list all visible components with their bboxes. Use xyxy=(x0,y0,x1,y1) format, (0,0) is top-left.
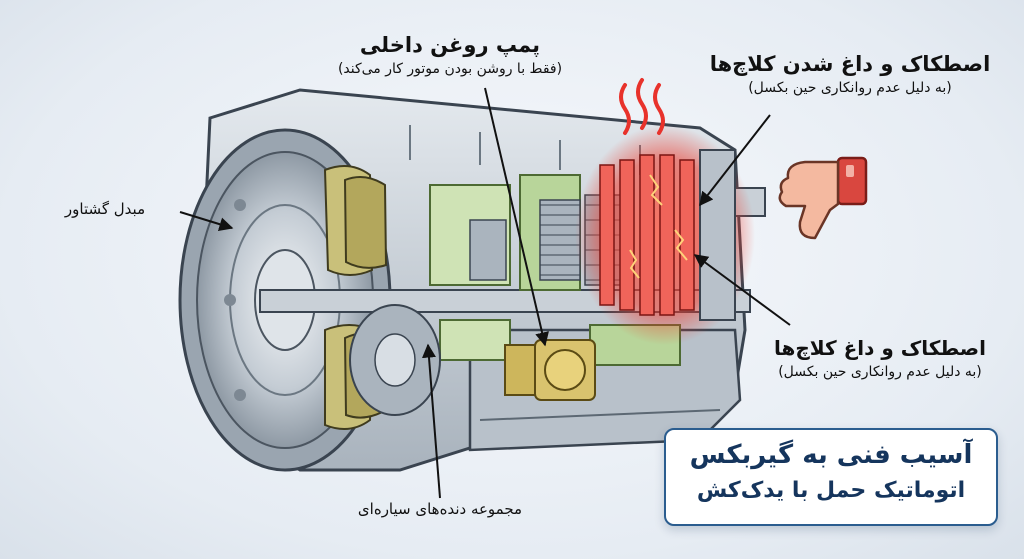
oil-pump-label: پمپ روغن داخلی (فقط با روشن بودن موتور ک… xyxy=(300,33,600,77)
clutch-pack-overheated xyxy=(575,125,755,345)
title-line-1: آسیب فنی به گیربکس xyxy=(689,440,973,470)
planetary-gear-set xyxy=(349,304,596,416)
clutch-overheat-subtitle-bottom: (به دلیل عدم روانکاری حین بکسل) xyxy=(778,364,982,380)
title-box: آسیب فنی به گیربکس اتوماتیک حمل با یدک‌ک… xyxy=(664,428,998,526)
title-line-2: اتوماتیک حمل با یدک‌کش xyxy=(696,478,966,503)
heat-waves-icon xyxy=(619,78,665,135)
clutch-overheat-label-top: اصطکاک و داغ شدن کلاچ‌ها (به دلیل عدم رو… xyxy=(700,52,1000,96)
clutch-overheat-label-bottom: اصطکاک و داغ کلاچ‌ها (به دلیل عدم روانکا… xyxy=(750,336,1010,380)
clutch-overheat-subtitle-top: (به دلیل عدم روانکاری حین بکسل) xyxy=(748,80,952,96)
planetary-gears-label: مجموعه دنده‌های سیاره‌ای xyxy=(357,500,523,518)
callout-lines xyxy=(179,87,791,499)
clutch-overheat-title-top: اصطکاک و داغ شدن کلاچ‌ها xyxy=(709,52,991,76)
thumbs-down-icon xyxy=(778,156,868,240)
oil-pump-subtitle: (فقط با روشن بودن موتور کار می‌کند) xyxy=(337,61,563,77)
oil-pump-title: پمپ روغن داخلی xyxy=(359,33,541,57)
torque-converter-label: مبدل گشتاور xyxy=(64,200,146,218)
clutch-overheat-title-bottom: اصطکاک و داغ کلاچ‌ها xyxy=(774,336,986,360)
